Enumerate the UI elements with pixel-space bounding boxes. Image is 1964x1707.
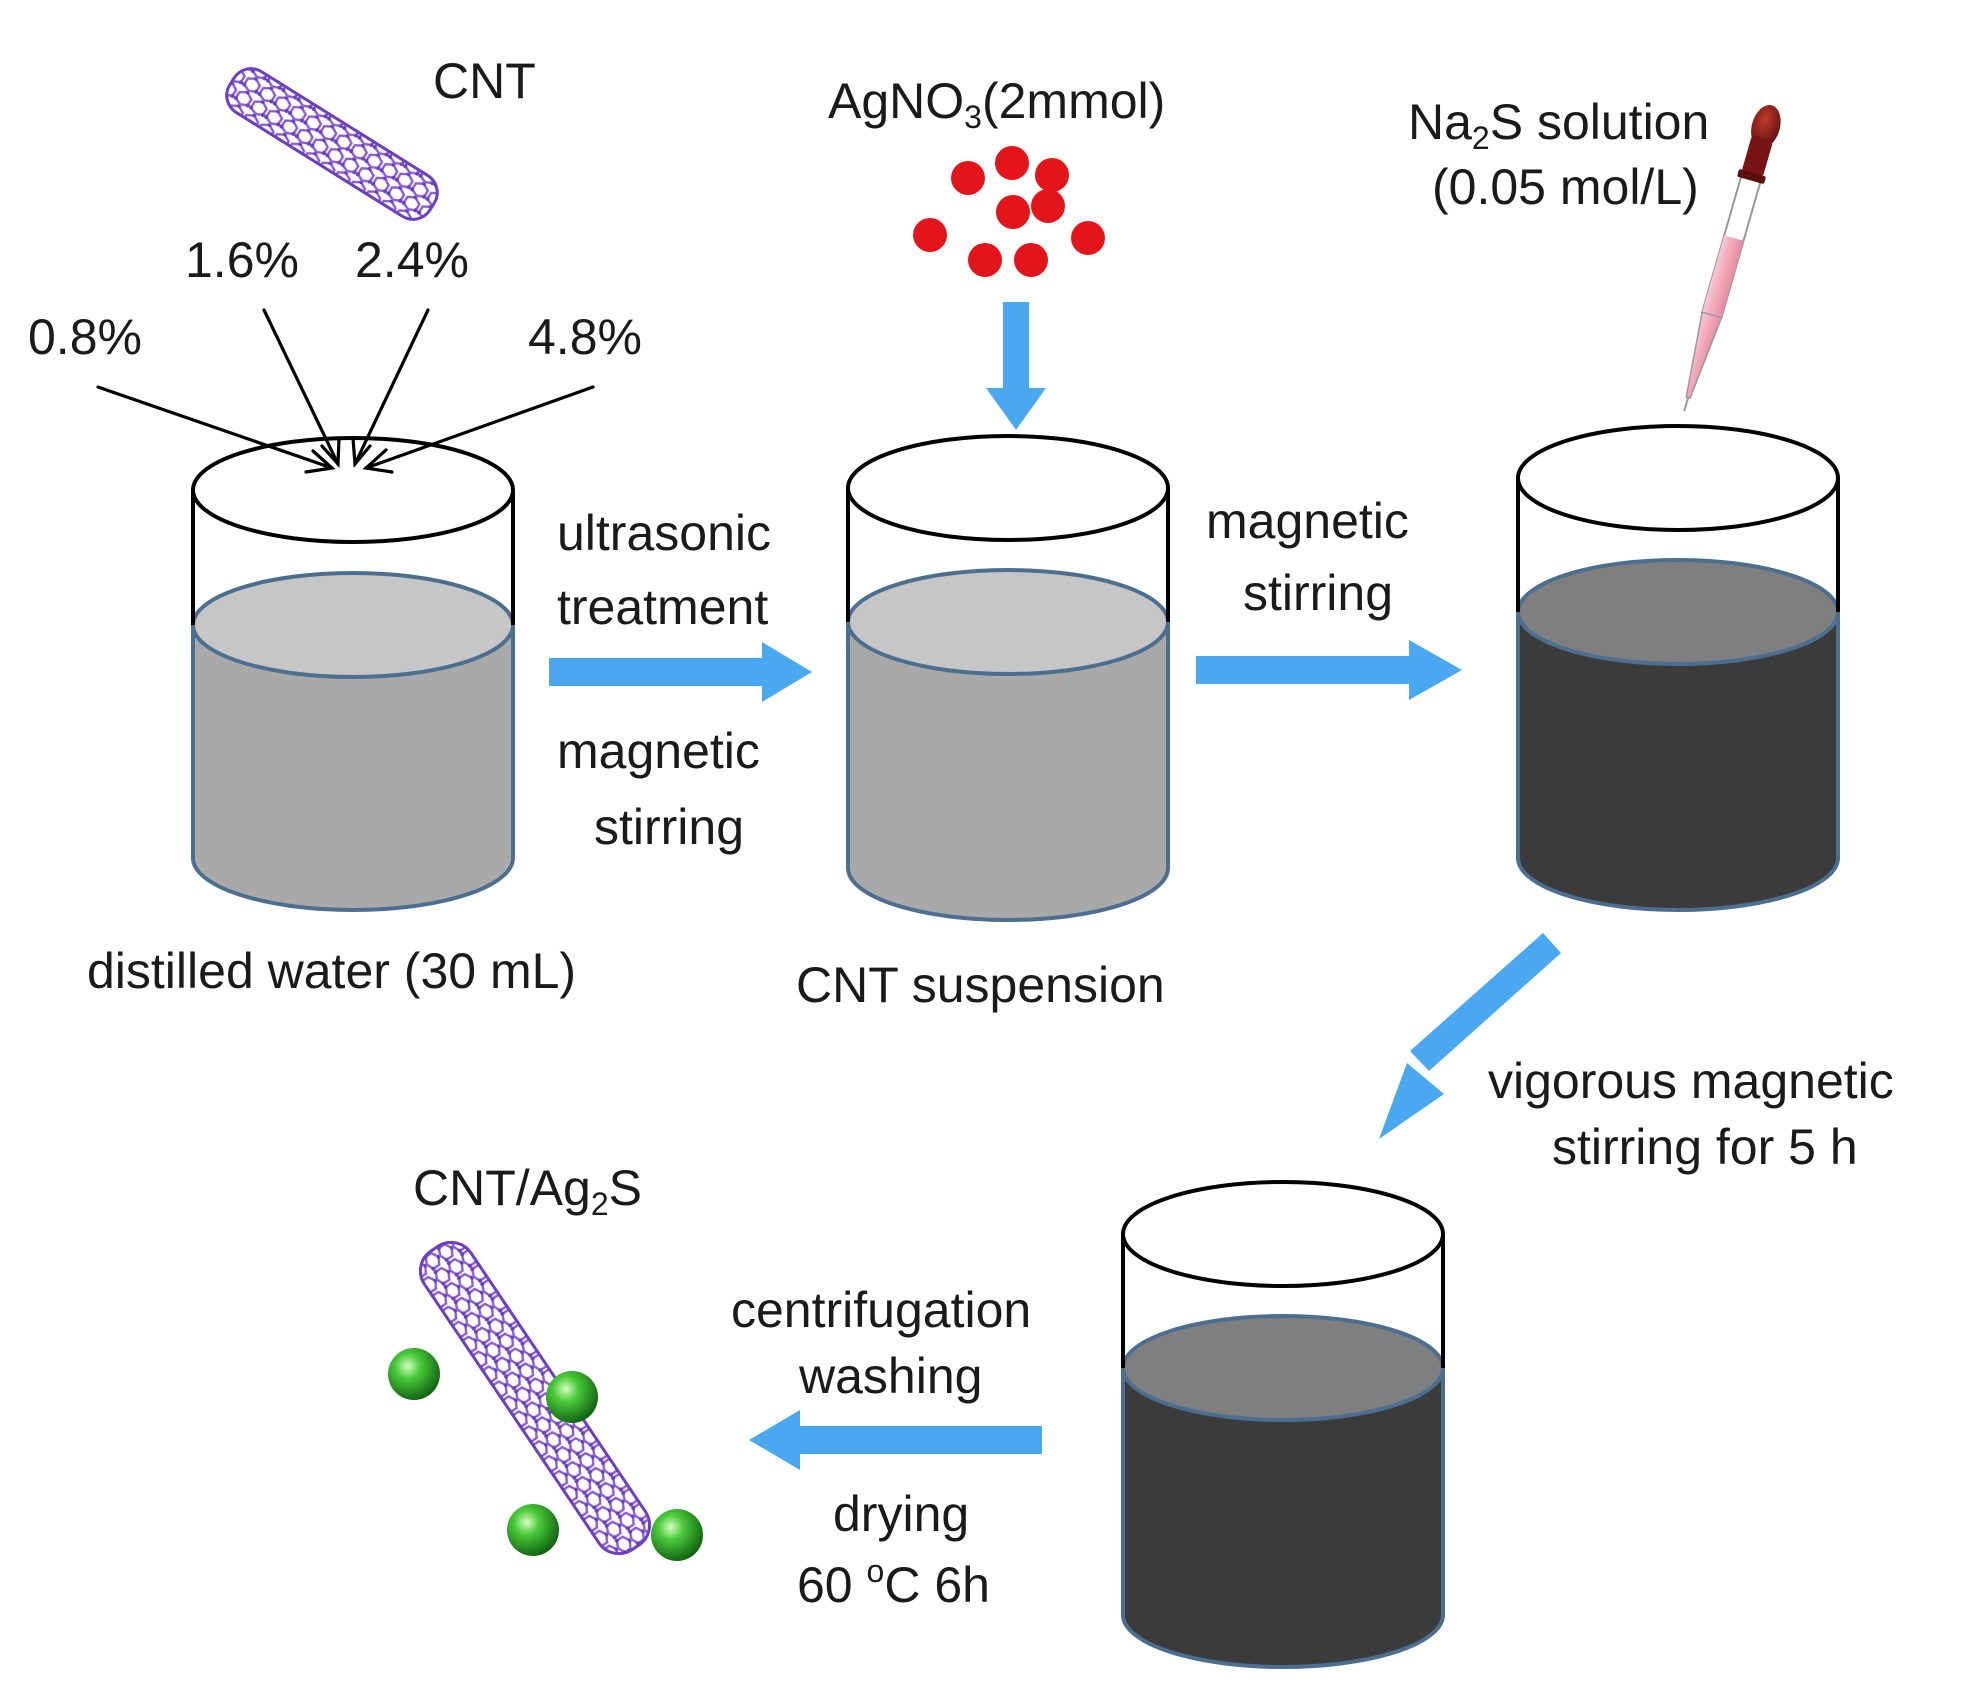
process-arrow-3 xyxy=(1379,933,1561,1139)
step4b-line1: drying xyxy=(833,1486,969,1542)
agno3-label: AgNO3(2mmol) xyxy=(828,73,1165,135)
step3-line2: stirring for 5 h xyxy=(1552,1119,1858,1175)
process-arrow-1 xyxy=(549,642,812,702)
step1-line1: ultrasonic xyxy=(557,505,771,561)
step2-line1: magnetic xyxy=(1206,493,1409,549)
agno3-addition-arrow xyxy=(986,302,1046,430)
beaker-cnt-suspension xyxy=(846,434,1170,922)
step4-line2: washing xyxy=(798,1348,982,1404)
step1b-line1: magnetic xyxy=(557,723,760,779)
product-label: CNT/Ag2S xyxy=(413,1160,642,1222)
process-arrow-2 xyxy=(1196,640,1462,700)
beaker-dark-mixture xyxy=(1516,424,1840,912)
carbon-nanotube-icon xyxy=(225,67,439,221)
dropper-pipette-icon xyxy=(1683,105,1781,412)
cnt-addition-arrows xyxy=(96,308,595,474)
silver-nitrate-particles-icon xyxy=(913,146,1105,277)
beaker1-label: distilled water (30 mL) xyxy=(87,943,576,999)
loading-label-0-8: 0.8% xyxy=(28,309,142,365)
step4b-line2: 60 oC 6h xyxy=(797,1553,990,1613)
step3-line1: vigorous magnetic xyxy=(1488,1053,1894,1109)
beaker2-label: CNT suspension xyxy=(796,957,1165,1013)
cnt-label: CNT xyxy=(433,53,536,109)
step4-line1: centrifugation xyxy=(731,1282,1031,1338)
loading-label-1-6: 1.6% xyxy=(185,232,299,288)
step1-line2: treatment xyxy=(557,579,768,635)
step1b-line2: stirring xyxy=(594,799,744,855)
process-arrow-4 xyxy=(749,1410,1042,1470)
na2s-label: Na2S solution xyxy=(1408,94,1709,156)
beaker-distilled-water xyxy=(191,436,515,912)
loading-label-2-4: 2.4% xyxy=(355,232,469,288)
loading-label-4-8: 4.8% xyxy=(528,309,642,365)
na2s-concentration-label: (0.05 mol/L) xyxy=(1432,159,1699,215)
beaker-final-mixture xyxy=(1121,1180,1445,1669)
step2-line2: stirring xyxy=(1243,565,1393,621)
cnt-ag2s-composite-icon xyxy=(388,1240,703,1561)
